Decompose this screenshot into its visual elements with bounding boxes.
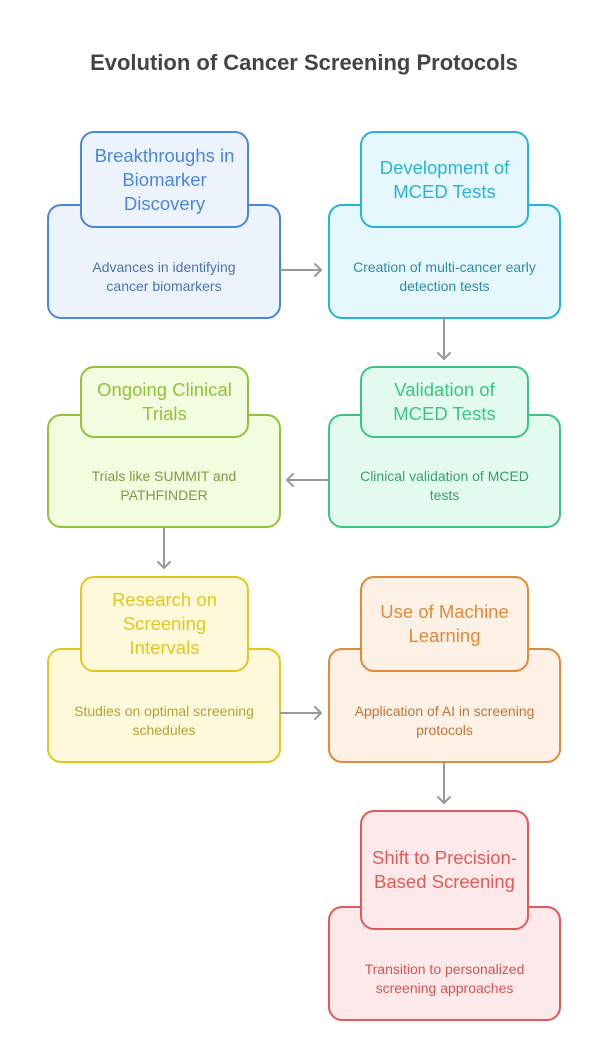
arrow-mced-to-validation bbox=[437, 318, 451, 360]
step-heading: Development of MCED Tests bbox=[360, 131, 529, 228]
arrow-ml-to-precision bbox=[437, 762, 451, 804]
step-description: Clinical validation of MCED tests bbox=[360, 468, 529, 503]
arrow-intervals-to-ml bbox=[280, 706, 322, 720]
arrow-trials-to-intervals bbox=[157, 527, 171, 569]
step-description: Transition to personalized screening app… bbox=[364, 960, 525, 996]
arrow-biomarker-to-mced bbox=[280, 263, 322, 277]
step-description: Advances in identifying cancer biomarker… bbox=[92, 258, 236, 294]
step-heading: Validation of MCED Tests bbox=[360, 366, 529, 438]
step-heading: Research on Screening Intervals bbox=[80, 576, 249, 672]
step-description: Application of AI in screening protocols bbox=[354, 702, 535, 738]
step-description: Studies on optimal screening schedules bbox=[74, 702, 254, 738]
arrow-validation-to-trials bbox=[286, 473, 328, 487]
step-description: Trials like SUMMIT and PATHFINDER bbox=[91, 468, 237, 503]
step-description: Creation of multi-cancer early detection… bbox=[353, 258, 536, 294]
step-heading: Shift to Precision-Based Screening bbox=[360, 810, 529, 930]
step-heading: Ongoing Clinical Trials bbox=[80, 366, 249, 438]
diagram-title: Evolution of Cancer Screening Protocols bbox=[90, 50, 518, 75]
step-heading: Use of Machine Learning bbox=[360, 576, 529, 672]
step-heading: Breakthroughs in Biomarker Discovery bbox=[80, 131, 249, 228]
